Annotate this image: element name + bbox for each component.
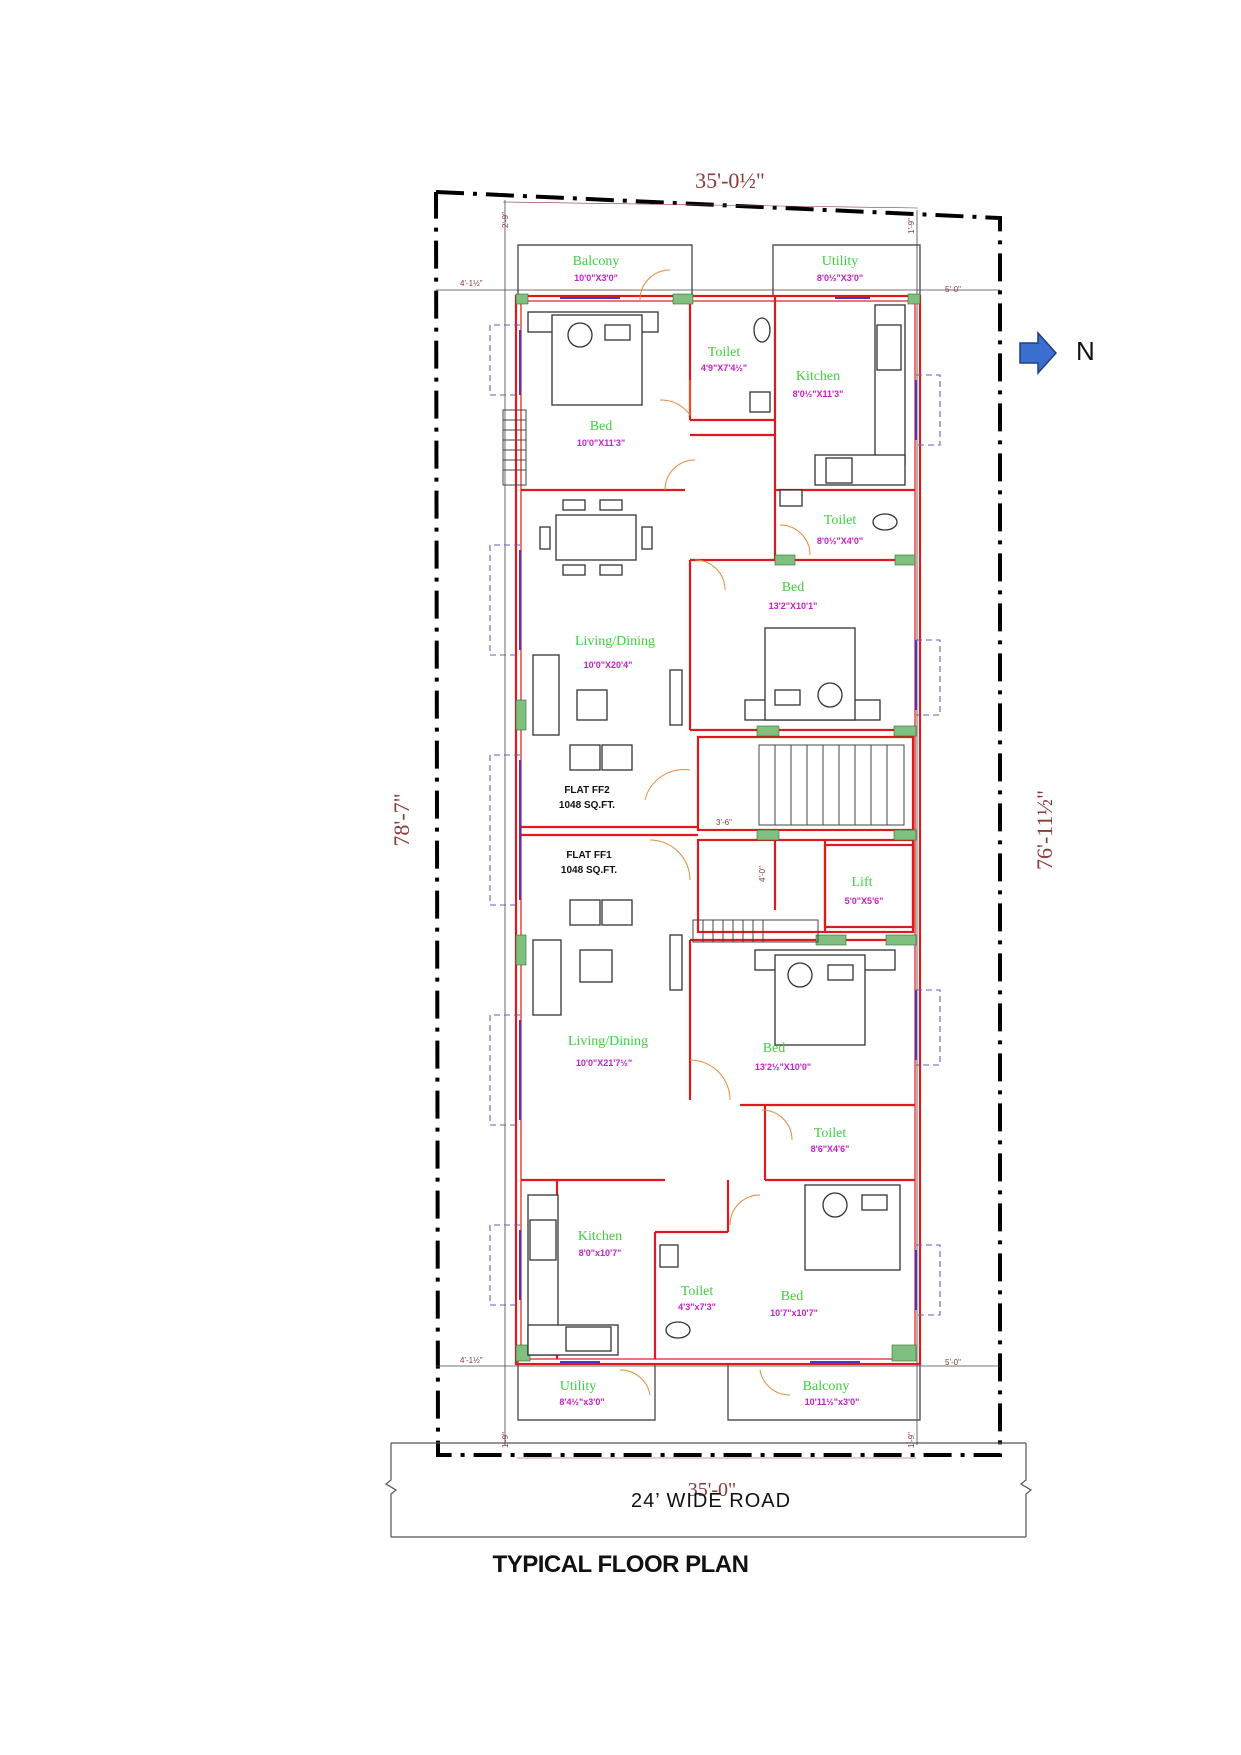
room-bed-bottom-name: Bed <box>781 1289 804 1304</box>
flat-ff2-label: FLAT FF2 1048 SQ.FT. <box>559 785 615 811</box>
kitchen-counter-top <box>814 304 906 486</box>
windows <box>519 297 917 1363</box>
living-furniture-ff2 <box>532 654 683 771</box>
setback-top-right-label: 1'-9" <box>907 218 916 234</box>
room-bed-bottom-size: 10'7"x10'7" <box>770 1308 818 1318</box>
room-balcony-bottom-size: 10'11½"x3'0" <box>805 1397 860 1407</box>
staircase-side <box>502 409 527 486</box>
columns <box>515 293 921 1362</box>
room-toilet-top-right-name: Toilet <box>824 513 857 528</box>
road-label: 24’ WIDE ROAD <box>630 1490 792 1512</box>
room-utility-top-size: 8'0½"X3'0" <box>817 273 863 283</box>
room-living-ff1-size: 10'0"X21'7½" <box>576 1058 632 1068</box>
room-toilet-ff1-right-size: 8'6"X4'6" <box>811 1144 850 1154</box>
bottom-projections <box>517 1360 921 1421</box>
setback-left-bottom-label: 4'-1½" <box>460 1356 483 1365</box>
top-projections <box>517 244 921 300</box>
room-lift-size: 5'0"X5'6" <box>845 896 884 906</box>
room-bed-ff2-size: 13'2"X10'1" <box>769 601 818 611</box>
top-dimension-label: 35'-0½" <box>695 168 765 193</box>
left-dimension-label: 78'-7" <box>389 793 414 846</box>
room-bed-top-left-size: 10'0"X11'3" <box>577 438 625 448</box>
room-bed-ff1-name: Bed <box>763 1041 786 1056</box>
doors <box>619 269 811 1396</box>
room-labels: Balcony 10'0"X3'0" Utility 8'0½"X3'0" To… <box>559 254 883 1407</box>
room-utility-top-name: Utility <box>822 254 859 269</box>
flat-ff2-area: 1048 SQ.FT. <box>559 800 615 811</box>
north-label: N <box>1076 336 1095 366</box>
flat-ff1-name: FLAT FF1 <box>566 850 612 861</box>
room-toilet-ff1-right-name: Toilet <box>814 1126 847 1141</box>
room-bed-ff2-name: Bed <box>782 580 805 595</box>
room-living-ff2-name: Living/Dining <box>575 634 655 649</box>
room-bed-ff1-size: 13'2½"X10'0" <box>755 1062 811 1072</box>
staircase-lower <box>692 919 819 943</box>
flat-ff1-label: FLAT FF1 1048 SQ.FT. <box>561 850 617 876</box>
interior-walls <box>521 296 915 1359</box>
north-arrow-icon <box>1019 331 1058 375</box>
toilet-fixtures <box>659 317 898 1339</box>
kitchen-counter-bottom <box>527 1194 619 1356</box>
bed-furniture-top-left <box>527 311 659 406</box>
setback-bottom-right-label: 1'-9" <box>907 1432 916 1448</box>
plot-boundary <box>434 190 1002 1457</box>
bed-furniture-bottom <box>804 1184 901 1271</box>
lift-shaft <box>823 843 915 929</box>
flat-ff1-area: 1048 SQ.FT. <box>561 865 617 876</box>
road-outline <box>384 1442 1033 1538</box>
room-balcony-top-size: 10'0"X3'0" <box>574 273 618 283</box>
room-kitchen-bottom-size: 8'0"x10'7" <box>579 1248 622 1258</box>
room-utility-bottom-name: Utility <box>560 1379 597 1394</box>
room-lift-name: Lift <box>852 875 873 890</box>
plan-title: TYPICAL FLOOR PLAN <box>492 1551 749 1578</box>
room-toilet-bottom-name: Toilet <box>681 1284 714 1299</box>
room-kitchen-top-name: Kitchen <box>796 369 840 384</box>
room-toilet-top-left-name: Toilet <box>708 345 741 360</box>
sunshades <box>489 324 941 1316</box>
bed-furniture-ff2 <box>744 627 881 721</box>
room-utility-bottom-size: 8'4½"x3'0" <box>559 1397 604 1407</box>
top-dimension: 35'-0½" <box>502 168 919 209</box>
room-balcony-top-name: Balcony <box>573 254 620 269</box>
setback-right-top-label: 5'-0" <box>945 285 961 294</box>
room-toilet-bottom-size: 4'3"x7'3" <box>678 1302 716 1312</box>
flat-ff2-name: FLAT FF2 <box>564 785 610 796</box>
room-balcony-bottom-name: Balcony <box>803 1379 850 1394</box>
room-living-ff1-name: Living/Dining <box>568 1034 648 1049</box>
room-kitchen-bottom-name: Kitchen <box>578 1229 622 1244</box>
right-dimension-label: 76'-11½" <box>1032 790 1057 870</box>
dining-table <box>539 499 653 576</box>
living-furniture-ff1 <box>532 899 683 1016</box>
bed-furniture-ff1 <box>754 949 896 1046</box>
room-toilet-top-right-size: 8'0½"X4'0" <box>817 536 863 546</box>
stair-depth-label: 4'-0" <box>758 866 767 882</box>
bottom-dimension: 35'-0" <box>517 1457 916 1501</box>
setback-left-top-label: 4'-1½" <box>460 279 483 288</box>
bottom-dimension-label: 35'-0" <box>688 1479 736 1501</box>
room-living-ff2-size: 10'0"X20'4" <box>584 660 633 670</box>
room-toilet-top-left-size: 4'9"X7'4½" <box>701 363 747 373</box>
room-kitchen-top-size: 8'0½"X11'3" <box>793 389 844 399</box>
setback-bottom-left-label: 1'-9" <box>501 1432 510 1448</box>
room-bed-top-left-name: Bed <box>590 419 613 434</box>
setback-right-bottom-label: 5'-0" <box>945 1358 961 1367</box>
stair-width-label: 3'-6" <box>716 818 732 827</box>
staircase-upper <box>758 744 905 826</box>
setback-top-left-label: 2'-9" <box>501 212 510 228</box>
